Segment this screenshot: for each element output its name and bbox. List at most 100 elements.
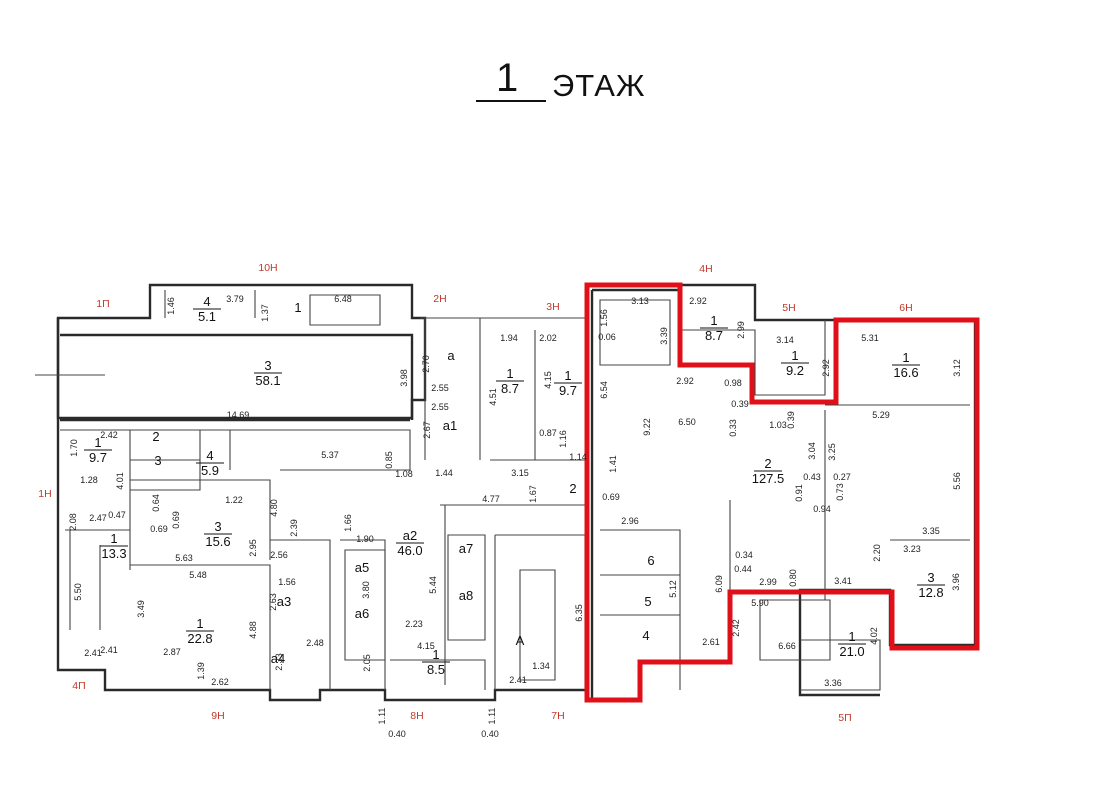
dimension-46: 4.01 [115,472,125,490]
dimension-82: 1.39 [196,662,206,680]
dimension-75: 4.15 [417,641,435,651]
dimension-105: 2.61 [702,637,720,647]
dimension-99: 2.20 [872,544,882,562]
dimension-109: 6.35 [574,604,584,622]
dimension-51: 1.22 [225,495,243,505]
dimension-42: 1.70 [69,439,79,457]
axis-label-5H: 5Н [782,302,795,314]
dimension-84: 5.48 [189,570,207,580]
dimension-50: 0.69 [150,524,168,534]
dimension-41: 2.42 [100,430,118,440]
room-area-r10n_4: 5.1 [198,309,216,324]
dimension-96: 2.99 [759,577,777,587]
dimension-35: 0.43 [803,472,821,482]
dimension-17: 2.92 [689,296,707,306]
dimension-77: 2.48 [306,638,324,648]
dimension-25: 0.39 [731,399,749,409]
room-number-r_A: А [516,633,525,648]
dimension-71: 2.63 [268,593,278,611]
dimension-39: 0.94 [813,504,831,514]
dimension-2: 1.37 [260,304,270,322]
dimension-54: 4.80 [269,499,279,517]
dimension-59: 2.67 [422,421,432,439]
dimension-1: 3.79 [226,294,244,304]
dimension-78: 2.33 [274,653,284,671]
axis-label-1P_top: 1П [96,298,109,310]
dimension-13: 3.13 [631,296,649,306]
dimension-70: 1.56 [278,577,296,587]
dimension-63: 3.15 [511,468,529,478]
highlighted-premises-outline [584,282,980,703]
room-number-r_a: а [447,348,455,363]
dimension-87: 5.50 [73,583,83,601]
dimension-111: 1.11 [377,708,387,725]
dimension-11: 2.02 [539,333,557,343]
dimension-6: 2.55 [431,402,449,412]
axis-label-4H: 4Н [699,263,712,275]
dimension-45: 2.47 [89,513,107,523]
floor-word: ЭТАЖ [552,68,646,103]
dimension-30: 1.03 [769,420,787,430]
room-area-r_1c: 13.3 [101,546,126,561]
dimension-12: 4.15 [543,371,553,389]
dimension-85: 3.49 [136,600,146,618]
dimension-24: 0.98 [724,378,742,388]
room-area-r_1d: 22.8 [187,631,212,646]
axis-label-4P: 4П [72,680,85,692]
room-number-r_a7: а7 [459,541,473,556]
dimension-72: 3.80 [361,581,371,599]
dimension-34: 3.25 [827,443,837,461]
dimension-55: 2.39 [289,519,299,537]
dimension-67: 1.66 [343,514,353,532]
dimension-29: 6.50 [678,417,696,427]
room-area-r_big2: 127.5 [752,471,785,486]
room-number-r_2s: 2 [569,481,576,496]
dimension-86: 4.88 [248,621,258,639]
room-area-r_main3: 58.1 [255,373,280,388]
room-number-r1n_1: 1 [94,435,101,450]
room-number-r4n_1: 1 [710,313,717,328]
dimension-19: 3.14 [776,335,794,345]
dimension-40: 5.56 [952,472,962,490]
dimension-15: 0.06 [598,332,616,342]
room-area-r5n_1: 9.2 [786,363,804,378]
dimension-106: 6.66 [778,641,796,651]
dimension-37: 0.91 [794,484,804,502]
dimension-32: 0.39 [786,411,796,429]
walls-left-block [35,283,586,702]
room-number-r_main3: 3 [264,358,271,373]
axis-label-2H: 2Н [433,293,446,305]
room-area-r_4: 5.9 [201,463,219,478]
dimension-104: 2.42 [731,619,741,637]
room-number-r5n_1: 1 [791,348,798,363]
room-number-r_3c: 3 [927,570,934,585]
room-number-r_a6: а6 [355,606,369,621]
room-area-r5p_1: 21.0 [839,644,864,659]
dimension-31: 0.33 [728,419,738,437]
dimension-27: 6.54 [599,381,609,399]
room-number-r_4: 4 [206,448,213,463]
room-number-r_a3: а3 [277,594,291,609]
dimension-92: 0.34 [735,550,753,560]
dimension-16: 3.39 [659,327,669,345]
dimension-88: 2.41 [100,645,118,655]
dimension-108: 3.36 [824,678,842,688]
dimension-80: 2.41 [84,648,102,658]
dimension-103: 5.90 [751,598,769,608]
room-number-r10n_1: 1 [294,300,301,315]
dimension-0: 1.46 [166,297,176,315]
room-area-r4n_1: 8.7 [705,328,723,343]
dimension-36: 0.27 [833,472,851,482]
dimension-43: 1.28 [80,475,98,485]
dimension-21: 3.12 [952,359,962,377]
room-number-r10n_4: 4 [203,294,210,309]
dimension-62: 1.16 [558,430,568,448]
room-number-r3n_1b: 1 [564,368,571,383]
dimension-48: 0.64 [151,494,161,512]
room-number-r_a4: а4 [271,651,285,666]
room-number-r_a2: а2 [403,528,417,543]
floor-number: 1 [496,56,519,100]
dimension-83: 2.62 [211,677,229,687]
